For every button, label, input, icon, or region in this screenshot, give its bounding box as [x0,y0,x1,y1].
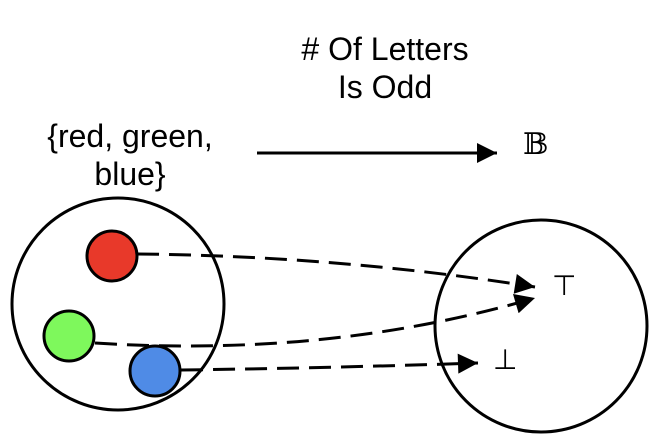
mapping-arrow-blue-to-bottom [180,353,479,374]
element-red-dot [85,229,139,283]
function-label: # Of Letters Is Odd [240,30,530,106]
function-label-line2: Is Odd [337,69,433,105]
function-label-line1: # Of Letters [301,31,469,67]
element-green-dot [42,309,96,363]
codomain-element-bottom: ⊥ [493,343,518,376]
domain-label-line1: {red, green, [47,118,213,154]
domain-set-circle [10,196,226,412]
codomain-label: 𝔹 [523,127,549,162]
domain-label-line2: blue} [94,156,166,192]
mapping-arrow-red-to-top [136,252,536,294]
element-blue-dot [128,344,182,398]
mapping-arrow-green-to-top [94,294,536,348]
domain-label: {red, green, blue} [0,117,260,193]
codomain-set-circle [433,218,649,434]
codomain-element-top: ⊤ [552,269,577,302]
